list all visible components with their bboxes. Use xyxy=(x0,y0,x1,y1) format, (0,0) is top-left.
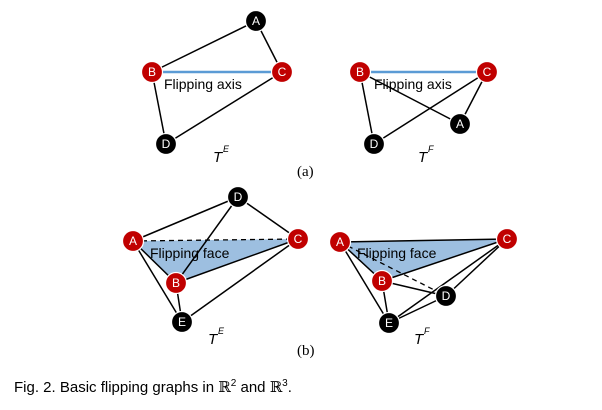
edge-a-d xyxy=(132,196,239,242)
flipping-face-label: Flipping face xyxy=(150,245,230,261)
node-a: A xyxy=(448,112,472,136)
edge-c-d xyxy=(445,238,508,297)
svg-text:C: C xyxy=(278,65,287,79)
svg-text:B: B xyxy=(148,65,156,79)
node-e: E xyxy=(170,310,194,334)
edge-a-e xyxy=(339,241,390,324)
svg-text:B: B xyxy=(378,274,386,288)
flipping-face xyxy=(133,239,298,283)
edge-d-b xyxy=(175,196,239,284)
caption-r2-exponent: 2 xyxy=(230,378,237,389)
node-d: D xyxy=(434,284,458,308)
graph-title: T xyxy=(213,149,224,166)
svg-text:D: D xyxy=(162,137,171,151)
edge-c-e xyxy=(388,238,508,324)
node-b: B xyxy=(140,60,164,84)
subfigure-label-b: (b) xyxy=(297,343,315,359)
caption-r3-symbol: ℝ xyxy=(269,378,283,396)
svg-text:E: E xyxy=(178,315,186,329)
subfigure-label-a: (a) xyxy=(297,164,314,180)
edge-b-a xyxy=(151,20,257,73)
edge-d-c xyxy=(237,196,299,240)
node-d: D xyxy=(362,132,386,156)
node-d: D xyxy=(154,132,178,156)
svg-text:B: B xyxy=(356,65,364,79)
edge-b-c xyxy=(175,238,299,284)
svg-text:C: C xyxy=(503,232,512,246)
node-a: A xyxy=(328,230,352,254)
caption-prefix: Fig. 2. Basic flipping graphs in xyxy=(14,379,219,396)
svg-text:D: D xyxy=(370,137,379,151)
node-e: E xyxy=(377,311,401,335)
node-b: B xyxy=(164,271,188,295)
caption-and: and xyxy=(236,379,270,396)
caption-r2-symbol: ℝ xyxy=(218,378,231,396)
svg-text:D: D xyxy=(442,289,451,303)
graph-title-superscript: F xyxy=(428,144,434,154)
svg-text:C: C xyxy=(483,65,492,79)
svg-text:B: B xyxy=(172,276,180,290)
caption-end: . xyxy=(287,379,292,396)
svg-text:A: A xyxy=(456,117,464,131)
svg-text:D: D xyxy=(234,190,243,204)
edge-b-a xyxy=(359,71,461,125)
node-a: A xyxy=(121,229,145,253)
edge-a-c xyxy=(339,238,508,243)
node-c: C xyxy=(475,60,499,84)
edge-b-d xyxy=(151,71,167,145)
graph-title-superscript: F xyxy=(424,326,430,336)
panel-a-left-graph: Flipping axis A B C D T E xyxy=(140,9,294,166)
svg-text:A: A xyxy=(129,234,137,248)
panel-b-left-graph: Flipping face A B C D E T E xyxy=(121,185,310,348)
node-b: B xyxy=(348,60,372,84)
figure-caption: Fig. 2. Basic flipping graphs in ℝ2 and … xyxy=(14,378,292,396)
svg-text:C: C xyxy=(294,232,303,246)
graph-title-superscript: E xyxy=(223,144,230,154)
node-b: B xyxy=(370,269,394,293)
node-c: C xyxy=(495,227,519,251)
graph-title: T xyxy=(208,331,219,348)
flipping-face-label: Flipping face xyxy=(357,245,437,261)
node-d: D xyxy=(226,185,250,209)
flipping-axis-label: Flipping axis xyxy=(164,76,242,92)
edge-b-c xyxy=(381,238,508,282)
node-c: C xyxy=(286,227,310,251)
flipping-axis-label: Flipping axis xyxy=(374,76,452,92)
panel-a-right-graph: Flipping axis A B C D T F xyxy=(348,60,499,166)
edge-d-c xyxy=(165,71,283,145)
edge-a-c-dashed xyxy=(132,238,299,242)
edge-a-d-dashed xyxy=(339,241,447,297)
edge-a-e xyxy=(132,240,183,323)
graph-title: T xyxy=(418,149,429,166)
caption-r3-exponent: 3 xyxy=(282,378,288,389)
graph-title: T xyxy=(414,331,425,348)
edge-d-c xyxy=(373,71,488,145)
edge-c-e xyxy=(181,238,299,323)
svg-text:A: A xyxy=(252,14,260,28)
svg-text:E: E xyxy=(385,316,393,330)
node-c: C xyxy=(270,60,294,84)
panel-b-right-graph: Flipping face A B C D E T F xyxy=(328,227,519,348)
svg-text:A: A xyxy=(336,235,344,249)
edge-b-d xyxy=(359,71,375,145)
node-a: A xyxy=(244,9,268,33)
graph-title-superscript: E xyxy=(218,326,225,336)
